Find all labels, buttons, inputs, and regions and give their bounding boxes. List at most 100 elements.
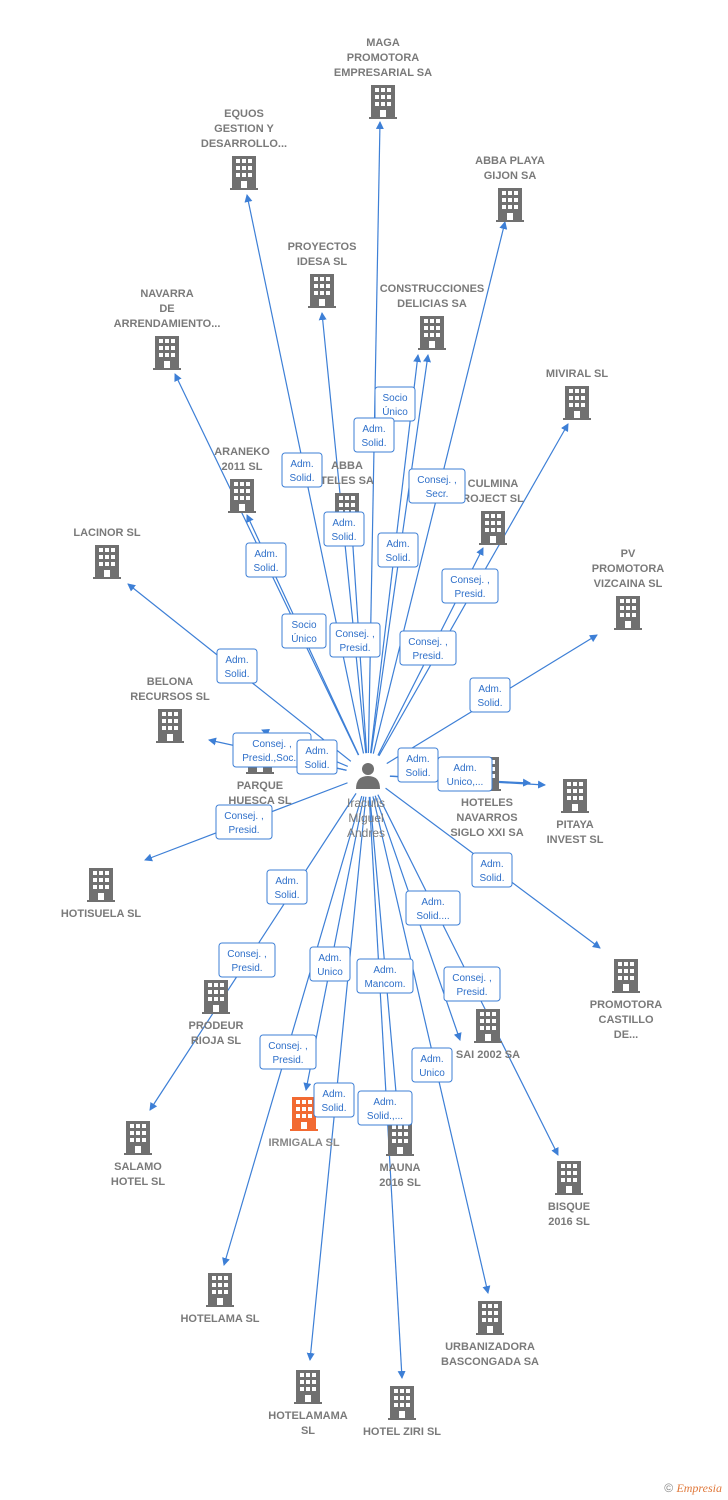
company-node-parque-huesca[interactable]: PARQUE HUESCA SL	[228, 740, 292, 807]
company-name[interactable]: HOTELES	[461, 797, 513, 809]
edge-role-label[interactable]: Adm.Unico	[411, 1047, 453, 1083]
person-name[interactable]: Iraculis	[347, 796, 385, 810]
company-name[interactable]: 2016 SL	[379, 1177, 421, 1189]
company-name[interactable]: VIZCAINA SL	[594, 578, 663, 590]
company-name[interactable]: DESARROLLO...	[201, 138, 287, 150]
company-name[interactable]: PARQUE	[237, 780, 283, 792]
edge-role-label[interactable]: Consej. ,Presid.	[443, 966, 501, 1002]
company-node-sai2002[interactable]: SAI 2002 SA	[456, 1009, 520, 1061]
company-name[interactable]: ABBA PLAYA	[475, 155, 545, 167]
company-node-pv-vizcaina[interactable]: PV PROMOTORA VIZCAINA SL	[592, 548, 665, 630]
company-node-urbanizadora[interactable]: URBANIZADORA BASCONGADA SA	[441, 1301, 539, 1368]
company-node-irmigala[interactable]: IRMIGALA SL	[268, 1097, 340, 1149]
company-name[interactable]: CONSTRUCCIONES	[380, 283, 485, 295]
company-name[interactable]: PROMOTORA	[592, 563, 665, 575]
company-node-prodeur[interactable]: PRODEUR RIOJA SL	[188, 980, 244, 1047]
company-name[interactable]: HUESCA SL	[228, 795, 291, 807]
company-name[interactable]: ARANEKO	[214, 446, 270, 458]
company-name[interactable]: HOTISUELA SL	[61, 908, 142, 920]
company-name[interactable]: HOTELAMAMA	[268, 1410, 347, 1422]
edge-role-label[interactable]: Consej. ,Presid.	[215, 804, 273, 840]
company-name[interactable]: HOTEL SL	[111, 1176, 165, 1188]
company-name[interactable]: PITAYA	[556, 819, 594, 831]
company-name[interactable]: MAUNA	[380, 1162, 421, 1174]
company-node-miviral[interactable]: MIVIRAL SL	[546, 368, 608, 420]
edge-role-label[interactable]: Adm.Solid.	[397, 747, 439, 783]
company-name[interactable]: HOTELAMA SL	[180, 1313, 259, 1325]
company-name[interactable]: INVEST SL	[547, 834, 604, 846]
edge-role-label[interactable]: Consej. ,Presid.	[218, 942, 276, 978]
edge-role-label[interactable]: Consej. ,Presid.	[259, 1034, 317, 1070]
company-name[interactable]: PV	[621, 548, 636, 560]
company-name[interactable]: ABBA	[331, 460, 363, 472]
edge-role-label[interactable]: Adm.Solid.	[353, 417, 395, 453]
edge-role-label[interactable]: Consej. ,Presid.,Soc...	[232, 732, 312, 768]
company-name[interactable]: BELONA	[147, 676, 194, 688]
edge-role-label[interactable]: Adm.Solid.	[469, 677, 511, 713]
company-name[interactable]: NAVARROS	[456, 812, 517, 824]
company-name[interactable]: ARRENDAMIENTO...	[114, 318, 221, 330]
company-name[interactable]: PROMOTORA	[347, 52, 420, 64]
person-name[interactable]: Miguel	[348, 811, 383, 825]
edge-role-label[interactable]: Consej. ,Presid.	[399, 630, 457, 666]
company-name[interactable]: ROJECT SL	[462, 493, 524, 505]
edge-role-label[interactable]: Adm.Solid.	[377, 532, 419, 568]
company-name[interactable]: SAI 2002 SA	[456, 1049, 520, 1061]
company-name[interactable]: NAVARRA	[140, 288, 193, 300]
company-node-culmina[interactable]: CULMINA ROJECT SL	[462, 478, 524, 545]
company-node-hotelamama[interactable]: HOTELAMAMA SL	[268, 1370, 348, 1437]
edge-role-label[interactable]: Consej. ,Presid.	[441, 568, 499, 604]
company-node-abba-hoteles[interactable]: ABBA TELES SA	[320, 460, 374, 527]
company-name[interactable]: DELICIAS SA	[397, 298, 467, 310]
company-name[interactable]: SIGLO XXI SA	[450, 827, 523, 839]
company-name[interactable]: EQUOS	[224, 108, 264, 120]
company-node-pitaya[interactable]: PITAYA INVEST SL	[547, 779, 604, 846]
company-name[interactable]: HOTEL ZIRI SL	[363, 1426, 441, 1438]
company-name[interactable]: URBANIZADORA	[445, 1341, 535, 1353]
company-name[interactable]: BASCONGADA SA	[441, 1356, 539, 1368]
edge-role-label[interactable]: Adm.Solid.	[266, 869, 308, 905]
edge-role-label[interactable]: Consej. ,Presid.	[329, 622, 381, 658]
company-name[interactable]: IRMIGALA SL	[268, 1137, 339, 1149]
company-node-hotel-ziri[interactable]: HOTEL ZIRI SL	[363, 1386, 441, 1438]
person-name[interactable]: Andres	[347, 826, 385, 840]
company-name[interactable]: TELES SA	[320, 475, 374, 487]
company-name[interactable]: SL	[301, 1425, 315, 1437]
company-node-maga[interactable]: MAGA PROMOTORA EMPRESARIAL SA	[334, 37, 432, 119]
company-node-bisque[interactable]: BISQUE 2016 SL	[548, 1161, 590, 1228]
company-name[interactable]: MAGA	[366, 37, 400, 49]
company-name[interactable]: PRODEUR	[188, 1020, 243, 1032]
edge-role-label[interactable]: Adm.Solid.	[245, 542, 287, 578]
company-name[interactable]: EMPRESARIAL SA	[334, 67, 432, 79]
company-node-belona[interactable]: BELONA RECURSOS SL	[130, 676, 210, 743]
company-node-hoteles-navarros[interactable]: HOTELES NAVARROS SIGLO XXI SA	[450, 757, 524, 839]
company-name[interactable]: 2016 SL	[548, 1216, 590, 1228]
company-name[interactable]: RIOJA SL	[191, 1035, 242, 1047]
company-name[interactable]: RECURSOS SL	[130, 691, 210, 703]
edge-role-label[interactable]: Adm.Solid.	[323, 511, 365, 547]
company-node-delicias[interactable]: CONSTRUCCIONES DELICIAS SA	[380, 283, 485, 350]
company-node-navarra-arr[interactable]: NAVARRADEARRENDAMIENTO...	[114, 288, 221, 370]
company-name[interactable]: MIVIRAL SL	[546, 368, 608, 380]
company-node-hotelama[interactable]: HOTELAMA SL	[180, 1273, 260, 1325]
edge-role-label[interactable]: Adm.Solid.	[281, 452, 323, 488]
company-name[interactable]: BISQUE	[548, 1201, 590, 1213]
company-node-mauna[interactable]: MAUNA 2016 SL	[379, 1122, 421, 1189]
company-name[interactable]: DE...	[614, 1029, 638, 1041]
edge-role-label[interactable]: Adm.Solid.	[296, 739, 338, 775]
company-name[interactable]: CULMINA	[468, 478, 519, 490]
edge-role-label[interactable]: Adm.Solid.,...	[357, 1090, 413, 1126]
edge-role-label[interactable]: Adm.Solid.	[216, 648, 258, 684]
edge-role-label[interactable]: Consej. ,Secr.	[408, 468, 466, 504]
edge-role-label[interactable]: Adm.Unico,...	[437, 756, 493, 792]
edge-role-label[interactable]: Adm.Unico	[309, 946, 351, 982]
edge-role-label[interactable]: Adm.Mancom.	[356, 958, 414, 994]
brand-logo[interactable]: Empresia	[676, 1481, 722, 1495]
company-name[interactable]: PROYECTOS	[288, 241, 357, 253]
company-name[interactable]: 2011 SL	[222, 461, 263, 473]
